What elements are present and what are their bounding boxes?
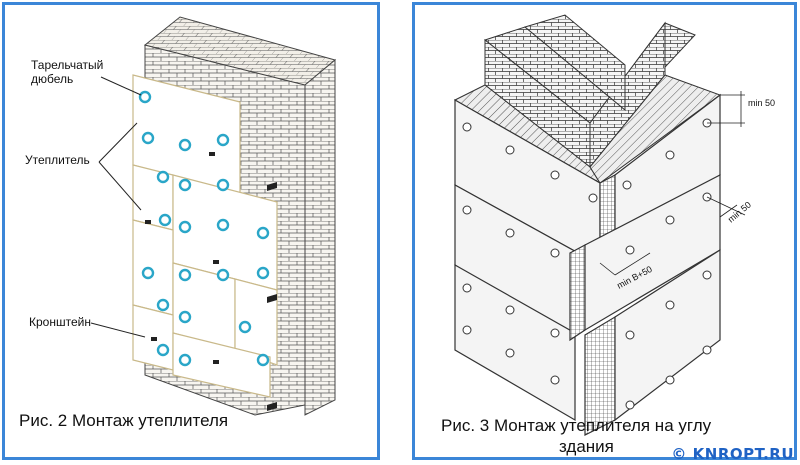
bracket-icon bbox=[267, 182, 277, 191]
dimension-lines bbox=[599, 91, 746, 276]
corner-insulation-drawing bbox=[453, 14, 746, 436]
dowel-icon bbox=[178, 268, 192, 282]
dowel-icon bbox=[178, 310, 192, 324]
bracket-icon bbox=[267, 294, 277, 303]
dowel-icon bbox=[156, 298, 170, 312]
leader-lines bbox=[90, 76, 146, 338]
dowel-icon bbox=[178, 138, 192, 152]
insulation-board bbox=[234, 278, 278, 366]
watermark-text: © KNROPT.RU bbox=[671, 445, 794, 463]
dowel-icon bbox=[216, 268, 230, 282]
bracket-icon bbox=[151, 337, 157, 341]
brick-wall-side bbox=[304, 58, 336, 416]
dowel-icon bbox=[216, 218, 230, 232]
insulation-board bbox=[172, 332, 271, 398]
bracket-icon bbox=[209, 152, 215, 156]
brackets bbox=[145, 152, 277, 411]
dimension-labels-layer: min 50 min 50 min B+50 bbox=[615, 98, 775, 291]
brick-corner bbox=[483, 14, 696, 169]
dowel-icon bbox=[178, 353, 192, 367]
dowel-icon bbox=[138, 90, 152, 104]
wall-insulation-drawing bbox=[90, 16, 337, 416]
dowel-icon bbox=[256, 266, 270, 280]
figure-right-panel: min 50 min 50 min B+50 Рис. 3 Монтаж уте… bbox=[412, 2, 797, 460]
figure-right-caption-line1: Рис. 3 Монтаж утеплителя на углу bbox=[441, 416, 712, 435]
figure-left-panel: Тарельчатый дюбель Утеплитель Кронштейн … bbox=[2, 2, 380, 460]
figure-left-caption: Рис. 2 Монтаж утеплителя bbox=[19, 411, 229, 430]
bracket-icon bbox=[267, 402, 277, 411]
dowels bbox=[138, 90, 270, 367]
dimension-min-b: min B+50 bbox=[615, 264, 653, 291]
insulation-boards bbox=[132, 74, 278, 398]
bracket-label: Кронштейн bbox=[29, 315, 91, 329]
insulation-label: Утеплитель bbox=[25, 153, 90, 167]
dowel-icon bbox=[141, 131, 155, 145]
bracket-icon bbox=[213, 360, 219, 364]
bracket-icon bbox=[145, 220, 151, 224]
figure-right-caption-line2: здания bbox=[559, 437, 614, 456]
dowel-icon bbox=[178, 178, 192, 192]
dowel-icon bbox=[256, 353, 270, 367]
dowel-icon bbox=[178, 220, 192, 234]
insulation-top-right bbox=[589, 74, 722, 184]
dowel-icon bbox=[216, 133, 230, 147]
dowel-icon bbox=[156, 170, 170, 184]
dowel-icon bbox=[216, 178, 230, 192]
dimension-min-side: min 50 bbox=[726, 200, 753, 225]
dowels-left bbox=[462, 122, 598, 385]
dowel-label: Тарельчатый дюбель bbox=[31, 58, 104, 86]
bracket-icon bbox=[213, 260, 219, 264]
dowel-icon bbox=[141, 266, 155, 280]
insulation-right-face bbox=[584, 93, 721, 422]
dowel-icon bbox=[256, 226, 270, 240]
dowel-icon bbox=[156, 343, 170, 357]
dimension-min-top: min 50 bbox=[748, 98, 775, 108]
dowel-icon bbox=[158, 213, 172, 227]
dowel-icon bbox=[238, 320, 252, 334]
